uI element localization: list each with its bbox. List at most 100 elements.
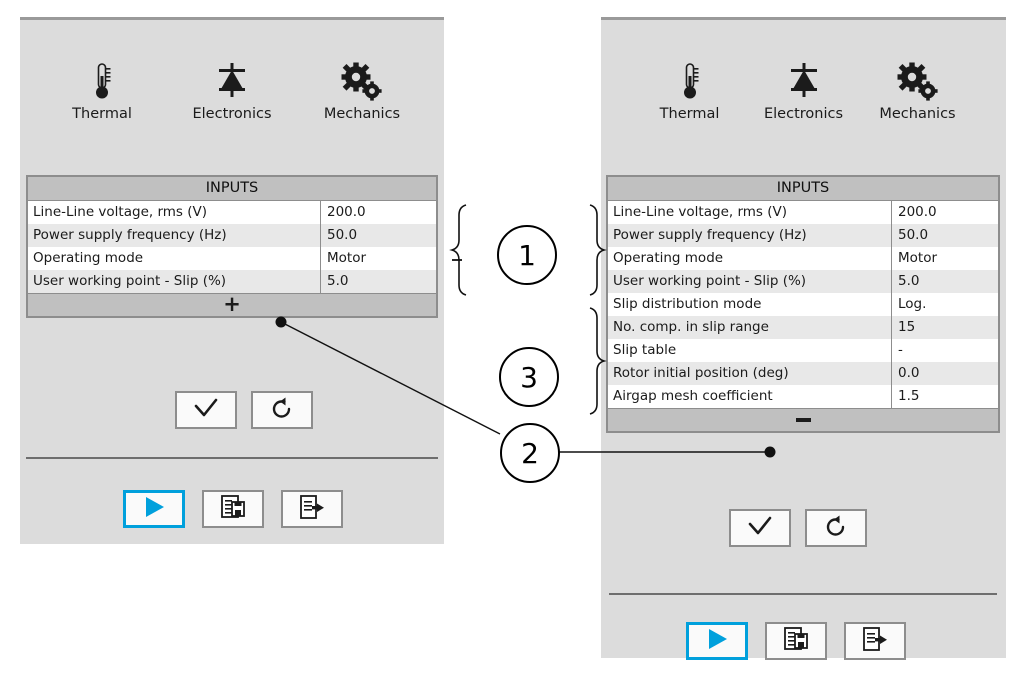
table-row[interactable]: User working point - Slip (%) 5.0 [608, 270, 998, 293]
table-row[interactable]: No. comp. in slip range 15 [608, 316, 998, 339]
table-cell-key: User working point - Slip (%) [28, 270, 321, 293]
thermometer-icon [679, 58, 701, 102]
remove-row-footer-right[interactable] [608, 408, 998, 431]
play-icon [141, 495, 167, 523]
table-cell-key: Rotor initial position (deg) [608, 362, 892, 385]
export-button[interactable] [281, 490, 343, 528]
reset-arrow-icon [270, 396, 294, 424]
run-button[interactable] [686, 622, 748, 660]
table-cell-key: No. comp. in slip range [608, 316, 892, 339]
module-item-mechanics[interactable]: Mechanics [310, 58, 414, 122]
report-button[interactable] [765, 622, 827, 660]
table-cell-value[interactable]: 50.0 [327, 227, 358, 243]
table-cell-value[interactable]: 1.5 [898, 388, 920, 404]
table-cell-key: Line-Line voltage, rms (V) [28, 201, 321, 224]
table-row[interactable]: Line-Line voltage, rms (V) 200.0 [28, 201, 436, 224]
module-selector-bar: Thermal Electronics [20, 20, 444, 122]
inputs-table-title: INPUTS [608, 177, 998, 201]
table-cell-key: Slip distribution mode [608, 293, 892, 316]
check-icon [192, 397, 220, 423]
confirm-button[interactable] [175, 391, 237, 429]
module-selector-bar-right: Thermal Electronics [601, 20, 1006, 122]
table-cell-key: Operating mode [608, 247, 892, 270]
callout-marker-3: 3 [499, 347, 559, 407]
table-cell-value[interactable]: Motor [327, 250, 367, 266]
table-row[interactable]: Line-Line voltage, rms (V) 200.0 [608, 201, 998, 224]
table-row[interactable]: Operating mode Motor [28, 247, 436, 270]
action-row-right [686, 622, 906, 660]
diode-icon [212, 58, 252, 102]
table-row[interactable]: Power supply frequency (Hz) 50.0 [608, 224, 998, 247]
table-cell-key: User working point - Slip (%) [608, 270, 892, 293]
reset-button[interactable] [251, 391, 313, 429]
table-row[interactable]: Rotor initial position (deg) 0.0 [608, 362, 998, 385]
gears-icon [897, 58, 939, 102]
check-icon [746, 515, 774, 541]
module-label-thermal: Thermal [72, 106, 132, 122]
module-item-mechanics-right[interactable]: Mechanics [870, 58, 966, 122]
plus-icon: + [223, 291, 241, 316]
table-cell-value[interactable]: 200.0 [327, 204, 366, 220]
table-cell-value[interactable]: 200.0 [898, 204, 937, 220]
callout-number: 3 [520, 360, 538, 394]
table-row[interactable]: Operating mode Motor [608, 247, 998, 270]
module-item-electronics[interactable]: Electronics [180, 58, 284, 122]
table-cell-key: Line-Line voltage, rms (V) [608, 201, 892, 224]
minus-icon [795, 418, 811, 422]
diode-icon [784, 58, 824, 102]
module-label-thermal: Thermal [659, 106, 720, 122]
brace-left-group1 [449, 204, 467, 296]
module-label-electronics: Electronics [763, 106, 844, 122]
report-document-icon [220, 494, 246, 524]
export-button[interactable] [844, 622, 906, 660]
table-cell-key: Airgap mesh coefficient [608, 385, 892, 408]
table-cell-value[interactable]: Motor [898, 250, 938, 266]
table-cell-value[interactable]: - [898, 342, 903, 358]
table-row[interactable]: Slip table- [608, 339, 998, 362]
table-cell-value[interactable]: 5.0 [898, 273, 920, 289]
report-button[interactable] [202, 490, 264, 528]
action-row-left [123, 490, 343, 528]
thermometer-icon [91, 58, 113, 102]
panel-divider-left [26, 457, 438, 459]
module-item-thermal[interactable]: Thermal [50, 58, 154, 122]
table-cell-value[interactable]: 5.0 [327, 273, 349, 289]
gears-icon [341, 58, 383, 102]
confirm-reset-row-right [729, 509, 867, 547]
table-cell-value[interactable]: 0.0 [898, 365, 920, 381]
module-item-thermal-right[interactable]: Thermal [642, 58, 738, 122]
right-simulation-panel: Thermal Electronics [601, 17, 1006, 660]
report-document-icon [783, 626, 809, 656]
table-row[interactable]: Slip distribution mode Log. [608, 293, 998, 316]
table-row[interactable]: User working point - Slip (%) 5.0 [28, 270, 436, 293]
reset-arrow-icon [824, 514, 848, 542]
callout-marker-2: 2 [500, 423, 560, 483]
table-row[interactable]: Airgap mesh coefficient 1.5 [608, 385, 998, 408]
confirm-reset-row-left [175, 391, 313, 429]
module-label-electronics: Electronics [192, 106, 272, 122]
export-document-icon [299, 494, 325, 524]
callout-marker-1: 1 [497, 225, 557, 285]
confirm-button[interactable] [729, 509, 791, 547]
inputs-table-title: INPUTS [28, 177, 436, 201]
run-button[interactable] [123, 490, 185, 528]
table-cell-value[interactable]: Log. [898, 296, 927, 312]
panel-divider-right [609, 593, 997, 595]
play-icon [704, 627, 730, 655]
left-simulation-panel: Thermal Electronics [20, 17, 444, 544]
callout-number: 2 [521, 436, 539, 470]
callout-number: 1 [518, 238, 536, 272]
table-cell-key: Power supply frequency (Hz) [28, 224, 321, 247]
table-cell-value[interactable]: 50.0 [898, 227, 929, 243]
table-cell-key: Power supply frequency (Hz) [608, 224, 892, 247]
reset-button[interactable] [805, 509, 867, 547]
table-cell-key: Operating mode [28, 247, 321, 270]
export-document-icon [862, 626, 888, 656]
add-row-footer-left[interactable]: + [28, 293, 436, 316]
module-item-electronics-right[interactable]: Electronics [756, 58, 852, 122]
table-cell-value[interactable]: 15 [898, 319, 916, 335]
table-row[interactable]: Power supply frequency (Hz) 50.0 [28, 224, 436, 247]
